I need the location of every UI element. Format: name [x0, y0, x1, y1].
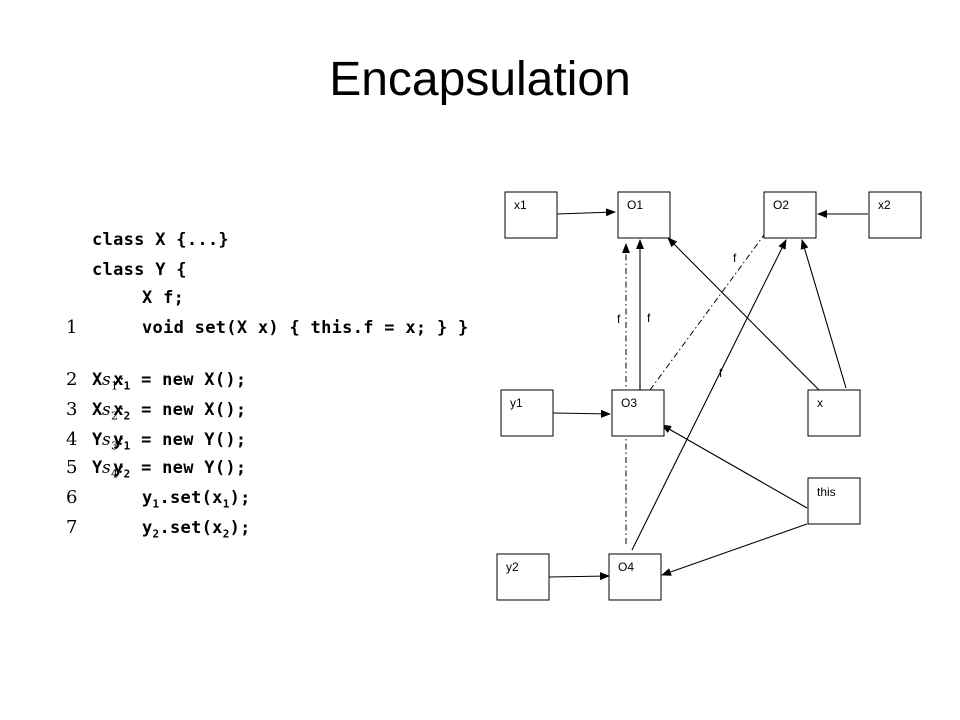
code-text: class X {...}: [92, 230, 229, 250]
line-number: 2: [66, 369, 78, 390]
edge-y1-to-o3: [552, 409, 611, 418]
edge-label-f-dashed-o2: f: [733, 251, 737, 265]
svg-text:y1: y1: [510, 396, 523, 410]
svg-text:x2: x2: [878, 198, 891, 212]
edge-label-f-dashed-o1: f: [617, 312, 621, 326]
code-text: X f;: [142, 288, 185, 308]
edge-label-f-o4-o2: f: [719, 366, 723, 380]
line-number: 5: [66, 457, 78, 478]
edge-x1-to-o1: [556, 208, 616, 217]
edge-o4-to-o2: [631, 239, 787, 551]
node-this: this: [807, 477, 861, 525]
node-o1: O1: [617, 191, 671, 239]
line-number: 6: [66, 487, 78, 508]
edge-label-f-solid-o1: f: [647, 311, 651, 325]
node-x: x: [807, 389, 861, 437]
edge-y2-to-o4: [548, 572, 610, 581]
svg-text:O3: O3: [621, 396, 637, 410]
svg-text:x: x: [817, 396, 823, 410]
svg-text:O4: O4: [618, 560, 634, 574]
line-number: 4: [66, 429, 78, 450]
code-text: Y y1 = new Y();: [92, 430, 247, 453]
node-x2: x2: [868, 191, 922, 239]
line-number: 7: [66, 517, 78, 538]
statement-label: s4:: [102, 458, 125, 481]
edge-this-to-o4: [661, 523, 808, 576]
line-number: 1: [66, 317, 78, 338]
edge-x-to-o1: [667, 237, 821, 392]
node-y2: y2: [496, 553, 550, 601]
node-o2: O2: [763, 191, 817, 239]
svg-text:O1: O1: [627, 198, 643, 212]
line-number: 3: [66, 399, 78, 420]
statement-label: s2:: [102, 400, 125, 423]
svg-text:O2: O2: [773, 198, 789, 212]
code-text: X x2 = new X();: [92, 400, 247, 423]
node-o4: O4: [608, 553, 662, 601]
svg-text:x1: x1: [514, 198, 527, 212]
statement-label: s3:: [102, 430, 125, 453]
edge-x-to-o2: [800, 239, 847, 389]
slide-title: Encapsulation: [329, 53, 631, 106]
svg-text:y2: y2: [506, 560, 519, 574]
edge-o3-to-o2-dashed: [649, 215, 779, 391]
code-text: class Y {: [92, 260, 187, 280]
svg-text:this: this: [817, 485, 836, 499]
code-text: void set(X x) { this.f = x; } }: [142, 318, 469, 338]
code-text: y1.set(x1);: [142, 488, 251, 511]
code-text: Y y2 = new Y();: [92, 458, 247, 481]
edge-this-to-o3: [661, 424, 808, 509]
code-text: y2.set(x2);: [142, 518, 251, 541]
statement-label: s1:: [102, 370, 125, 393]
code-text: X x1 = new X();: [92, 370, 247, 393]
node-o3: O3: [611, 389, 665, 437]
node-y1: y1: [500, 389, 554, 437]
node-x1: x1: [504, 191, 558, 239]
